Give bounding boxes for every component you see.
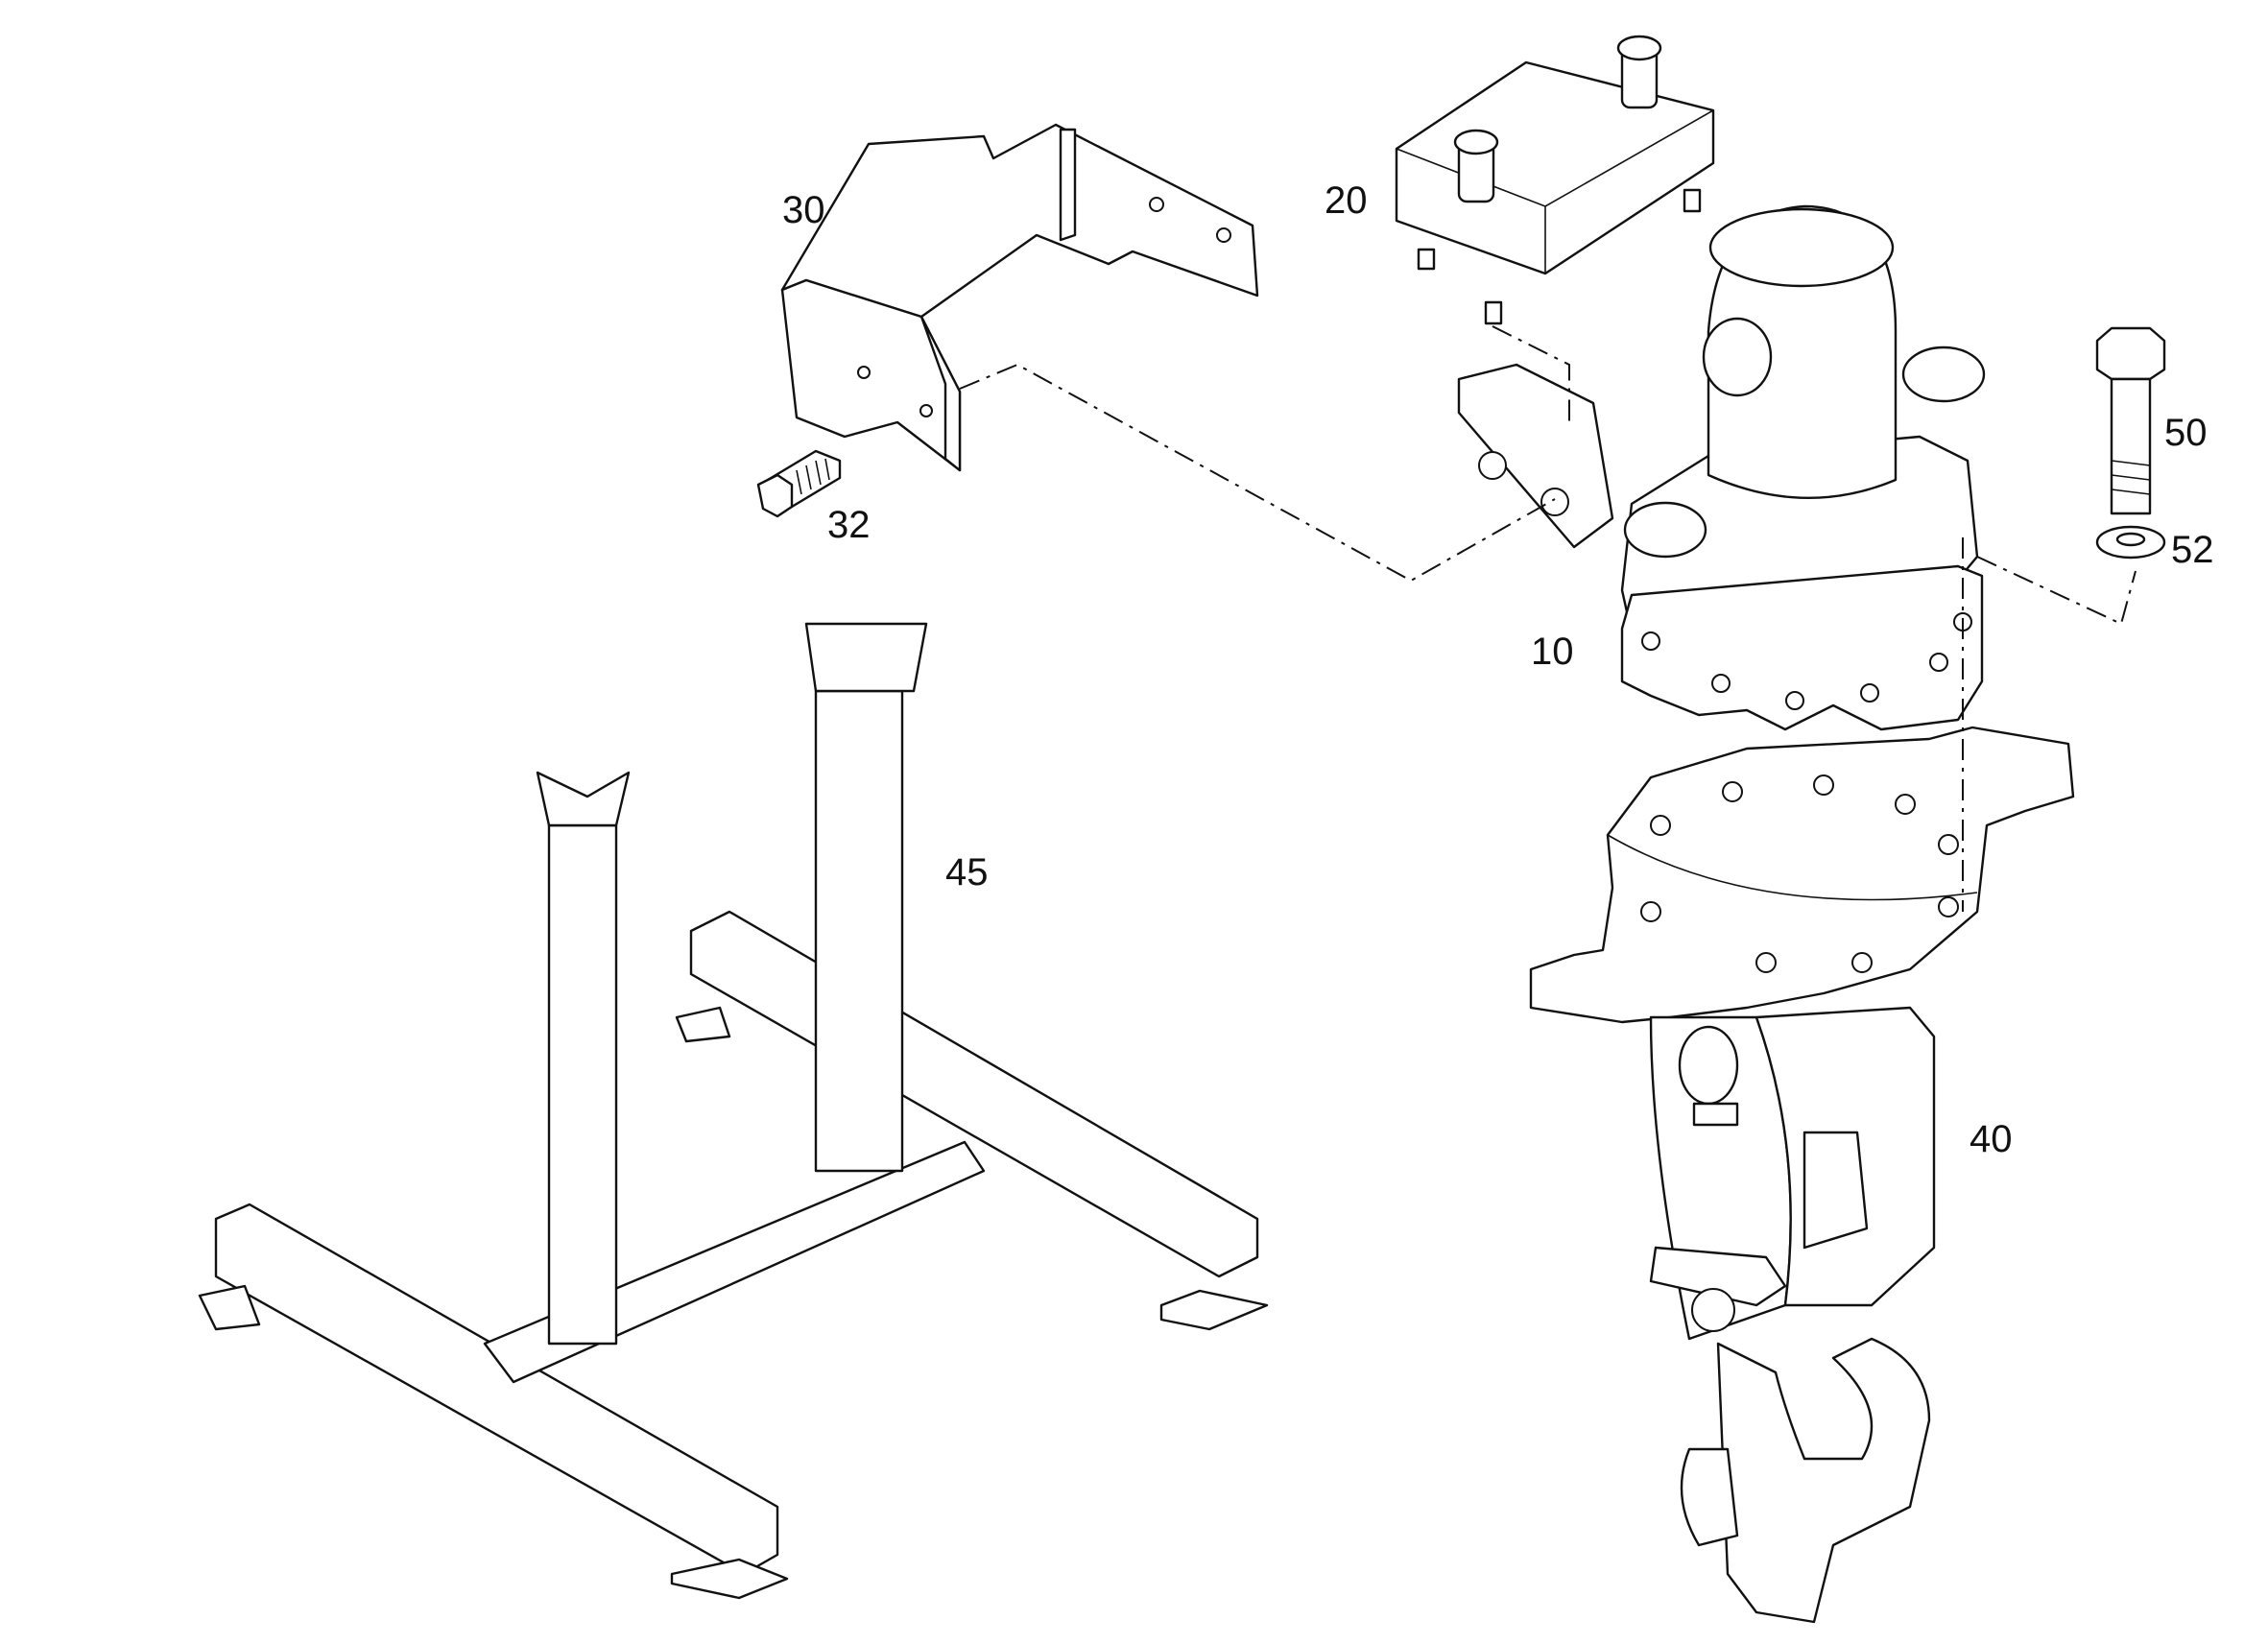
part-45-stand[interactable] <box>198 622 1269 1600</box>
part-40-hook-block[interactable] <box>1529 726 2075 1624</box>
alignment-line-30-10 <box>959 363 1556 583</box>
callout-50: 50 <box>2164 412 2208 454</box>
part-10-swivel-head[interactable] <box>1457 204 1986 731</box>
callout-32: 32 <box>827 504 871 546</box>
alignment-line-20-10 <box>1492 325 1570 422</box>
part-30-bracket[interactable] <box>780 123 1259 472</box>
callout-30: 30 <box>782 189 825 231</box>
callout-20: 20 <box>1325 179 1368 222</box>
callout-40: 40 <box>1970 1118 2013 1160</box>
part-52-washer[interactable] <box>2095 525 2166 560</box>
callout-52: 52 <box>2171 529 2214 571</box>
callout-10: 10 <box>1531 631 1574 673</box>
part-20-plate[interactable] <box>1395 35 1715 325</box>
alignment-line-10-50 <box>1976 556 2137 626</box>
part-32-bolt[interactable] <box>756 449 842 518</box>
callout-45: 45 <box>945 851 989 893</box>
part-50-bolt[interactable] <box>2095 326 2166 515</box>
